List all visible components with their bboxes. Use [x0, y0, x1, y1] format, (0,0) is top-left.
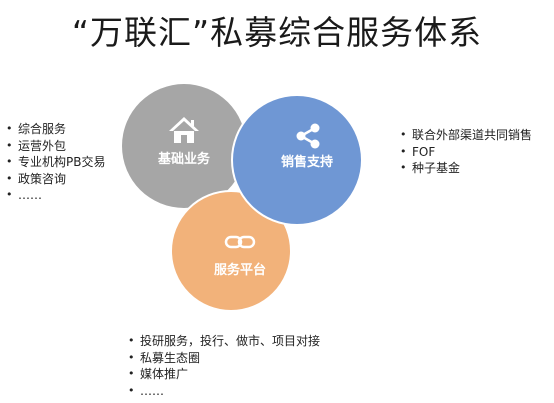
- page-title: “万联汇”私募综合服务体系: [71, 13, 483, 52]
- list-item: ……: [6, 187, 105, 204]
- circle-service-platform: [170, 190, 292, 312]
- list-item: 联合外部渠道共同销售: [400, 127, 532, 144]
- basic-business-list: 综合服务 运营外包 专业机构PB交易 政策咨询 ……: [6, 121, 105, 204]
- share-icon: [296, 123, 320, 149]
- list-item: 媒体推广: [128, 366, 320, 383]
- list-item: 政策咨询: [6, 171, 105, 188]
- circle-label-basic-business: 基础业务: [157, 151, 211, 167]
- list-item: 投研服务，投行、做市、项目对接: [128, 333, 320, 350]
- list-item: 种子基金: [400, 160, 532, 177]
- circle-basic-business: [122, 84, 246, 208]
- list-item: 私募生态圈: [128, 350, 320, 367]
- list-item: 专业机构PB交易: [6, 154, 105, 171]
- list-item: 运营外包: [6, 138, 105, 155]
- home-icon: [169, 117, 199, 143]
- service-platform-list: 投研服务，投行、做市、项目对接 私募生态圈 媒体推广 ……: [128, 333, 320, 399]
- circle-sales-support: [231, 94, 363, 226]
- sales-support-list: 联合外部渠道共同销售 FOF 种子基金: [400, 127, 532, 177]
- list-item: 综合服务: [6, 121, 105, 138]
- link-icon: [224, 235, 256, 249]
- list-item: ……: [128, 383, 320, 400]
- list-item: FOF: [400, 144, 532, 161]
- circle-label-service-platform: 服务平台: [214, 262, 266, 278]
- circle-label-sales-support: 销售支持: [281, 154, 333, 170]
